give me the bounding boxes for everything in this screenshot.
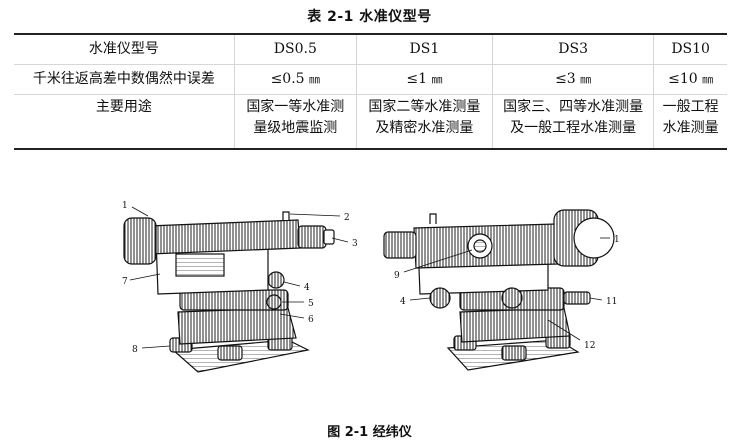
precision-unit: ㎜ (702, 73, 714, 86)
header-cell-ds05: DS0.5 (233, 33, 357, 65)
usage-line: 国家三、四等水准测量 (503, 99, 644, 115)
telescope-tube (147, 219, 301, 255)
usage-line: 国家一等水准测 (246, 99, 345, 115)
usage-cell: 国家三、四等水准测量及一般工程水准测量 (491, 94, 655, 150)
callout-label: 3 (352, 239, 358, 249)
eyepiece (297, 225, 327, 249)
bubble-window (175, 253, 225, 277)
precision-value: ≤3 (555, 71, 576, 87)
header-cell-ds3: DS3 (491, 33, 655, 65)
table-header-row: 水准仪型号 DS0.5 DS1 DS3 DS10 (14, 33, 727, 65)
usage-label: 主要用途 (14, 94, 235, 150)
precision-label: 千米往返高差中数偶然中误差 (14, 64, 235, 95)
table-row-usage: 主要用途 国家一等水准测量级地震监测 国家二等水准测量及精密水准测量 国家三、四… (14, 94, 727, 150)
callout-label: 12 (584, 341, 595, 351)
usage-line: 国家二等水准测量 (368, 99, 481, 115)
right-callouts: 1 9 4 11 12 (394, 235, 620, 351)
precision-cell: ≤0.5 ㎜ (233, 64, 357, 95)
usage-line: 一般工程 (662, 99, 719, 115)
precision-value: ≤1 (406, 71, 427, 87)
right-instrument-drawing (383, 209, 615, 371)
precision-value: ≤10 (668, 71, 698, 87)
foot-screw (501, 345, 527, 361)
eyepiece (383, 231, 417, 259)
focusing-knob (266, 294, 282, 310)
table-title: 表 2-1 水准仪型号 (307, 9, 432, 25)
callout-label: 1 (122, 201, 128, 211)
precision-cell: ≤10 ㎜ (653, 64, 727, 95)
header-cell-ds10: DS10 (653, 33, 727, 65)
precision-unit: ㎜ (431, 73, 443, 86)
usage-line: 及精密水准测量 (375, 120, 474, 136)
callout-label: 4 (304, 283, 310, 293)
header-cell-model: 水准仪型号 (14, 33, 235, 65)
precision-unit: ㎜ (309, 73, 321, 86)
sight-notch (429, 213, 437, 224)
left-instrument-drawing (123, 206, 349, 373)
level-model-table: 水准仪型号 DS0.5 DS1 DS3 DS10 千米往返高差中数偶然中误差 ≤… (14, 33, 727, 150)
usage-line: 量级地震监测 (253, 120, 338, 136)
callout-label: 2 (344, 213, 350, 223)
usage-line: 及一般工程水准测量 (510, 120, 637, 136)
callout-label: 5 (308, 299, 314, 309)
level-instrument-figure: 1 2 3 4 5 6 7 8 (122, 201, 620, 373)
precision-cell: ≤1 ㎜ (355, 64, 493, 95)
precision-unit: ㎜ (580, 73, 592, 86)
sight-notch (282, 211, 290, 220)
usage-cell: 一般工程水准测量 (653, 94, 727, 150)
objective-lens (123, 217, 157, 265)
callout-label: 4 (400, 297, 406, 307)
tribrach (177, 307, 297, 345)
callout-label: 6 (308, 315, 314, 325)
callout-label: 11 (606, 297, 617, 307)
usage-line: 水准测量 (662, 120, 719, 136)
precision-cell: ≤3 ㎜ (491, 64, 655, 95)
table-row-precision: 千米往返高差中数偶然中误差 ≤0.5 ㎜ ≤1 ㎜ ≤3 ㎜ ≤10 ㎜ (14, 64, 727, 95)
tangent-screw (267, 271, 285, 289)
eyepiece-cap (323, 229, 335, 245)
usage-cell: 国家一等水准测量级地震监测 (233, 94, 357, 150)
header-cell-ds1: DS1 (355, 33, 493, 65)
left-callouts: 1 2 3 4 5 6 7 8 (122, 201, 358, 355)
foot-screw (217, 345, 243, 361)
tangent-screw (501, 287, 523, 309)
circular-bubble-inner (473, 239, 487, 253)
precision-value: ≤0.5 (270, 71, 305, 87)
callout-label: 9 (394, 271, 400, 281)
usage-cell: 国家二等水准测量及精密水准测量 (355, 94, 493, 150)
focusing-knob (429, 287, 451, 309)
callout-label: 8 (132, 345, 138, 355)
fine-motion-screw (563, 291, 591, 305)
figure-caption: 图 2-1 经纬仪 (327, 425, 412, 440)
tribrach (459, 307, 571, 343)
callout-label: 1 (614, 235, 620, 245)
callout-label: 7 (122, 277, 128, 287)
objective-face (573, 217, 615, 259)
